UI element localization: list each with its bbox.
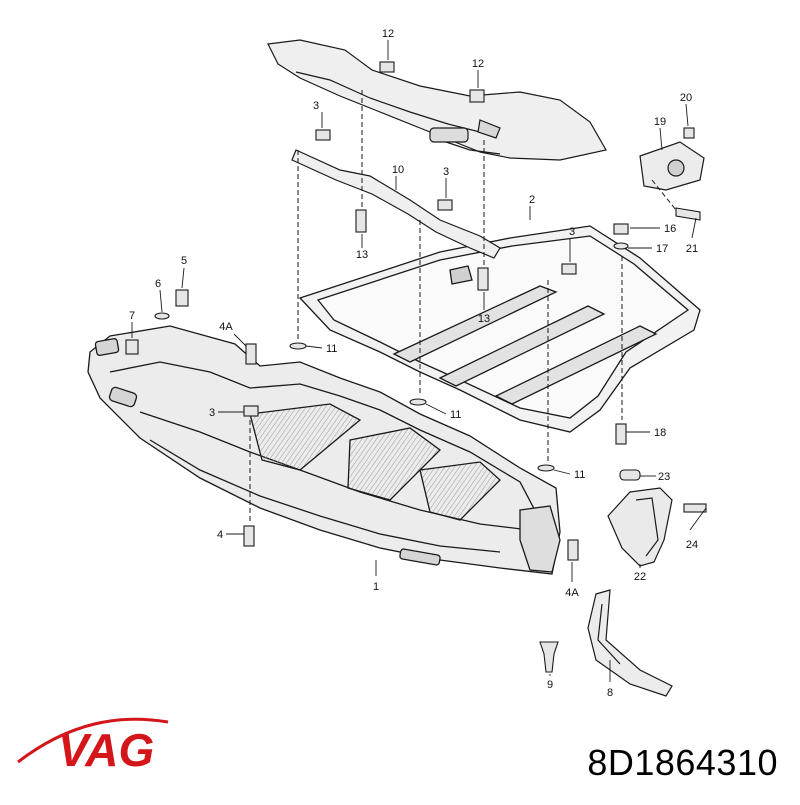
bracket-8	[587, 589, 673, 697]
callout-12-a: 12	[382, 28, 394, 40]
bolt-4A-a	[245, 343, 257, 365]
callout-17: 17	[656, 243, 668, 255]
callout-11-a: 11	[326, 343, 337, 355]
callout-4A-a: 4A	[219, 321, 233, 333]
washer-11-a	[289, 342, 307, 350]
clip-7	[125, 339, 139, 355]
callout-12-b: 12	[472, 58, 484, 70]
rear-frame-2	[298, 225, 701, 433]
bracket-10	[291, 149, 501, 259]
washer-11-c	[537, 464, 555, 472]
callout-22: 22	[634, 571, 646, 583]
bolt-4A-b	[567, 539, 579, 561]
fasteners	[125, 61, 707, 673]
washer-11-b	[409, 398, 427, 406]
callout-4: 4	[217, 529, 223, 541]
nut-12-a	[379, 61, 395, 73]
callout-10: 10	[392, 164, 404, 176]
clip-16	[613, 223, 629, 235]
washer-6	[154, 312, 170, 320]
clip-3-a	[315, 129, 331, 141]
callout-9: 9	[547, 679, 553, 691]
callout-8: 8	[607, 687, 613, 699]
bolt-13-a	[355, 209, 367, 233]
leader-lines	[131, 40, 707, 682]
callout-13-b: 13	[478, 313, 490, 325]
bolt-13-b	[477, 267, 489, 291]
vag-logo-text: VAG	[58, 724, 154, 776]
callout-13-a: 13	[356, 249, 368, 261]
callout-6: 6	[155, 278, 161, 290]
bolt-4	[243, 525, 255, 547]
callout-3-d: 3	[209, 407, 215, 419]
clip-3-b	[437, 199, 453, 211]
clip-9	[539, 641, 559, 673]
callout-2: 2	[529, 194, 535, 206]
callout-4A-b: 4A	[565, 587, 579, 599]
callout-16: 16	[664, 223, 676, 235]
callout-3-a: 3	[313, 100, 319, 112]
callout-5: 5	[181, 255, 187, 267]
shield-22	[607, 487, 673, 567]
callout-24: 24	[686, 539, 698, 551]
nut-20	[683, 127, 695, 139]
callout-1: 1	[373, 581, 379, 593]
callout-11-c: 11	[574, 469, 585, 481]
callout-3-c: 3	[569, 226, 575, 238]
nut-12-b	[469, 89, 485, 103]
callout-7: 7	[129, 310, 135, 322]
assembly-lines	[249, 90, 677, 524]
callout-3-b: 3	[443, 166, 449, 178]
clip-3-d	[243, 405, 259, 417]
callout-23: 23	[658, 471, 670, 483]
screw-5	[175, 289, 189, 307]
callout-18: 18	[654, 427, 666, 439]
callout-20: 20	[680, 92, 692, 104]
clip-3-c	[561, 263, 577, 275]
bolt-18	[615, 423, 627, 445]
callout-19: 19	[654, 116, 666, 128]
bolt-24	[683, 503, 707, 513]
clip-23	[619, 469, 641, 481]
callout-21: 21	[686, 243, 698, 255]
callout-11-b: 11	[450, 409, 461, 421]
callout-labels: 12 12 20 19 3 10 3 2 3 16 17 21 13 13 5 …	[129, 28, 698, 699]
bolt-21	[675, 207, 701, 221]
bracket-19	[639, 141, 705, 191]
vag-logo: VAG	[17, 717, 169, 776]
subframe-crossmember	[267, 39, 607, 161]
washer-17	[613, 242, 629, 250]
underbody-shield-1	[87, 325, 561, 575]
part-number: 8D1864310	[587, 742, 778, 783]
